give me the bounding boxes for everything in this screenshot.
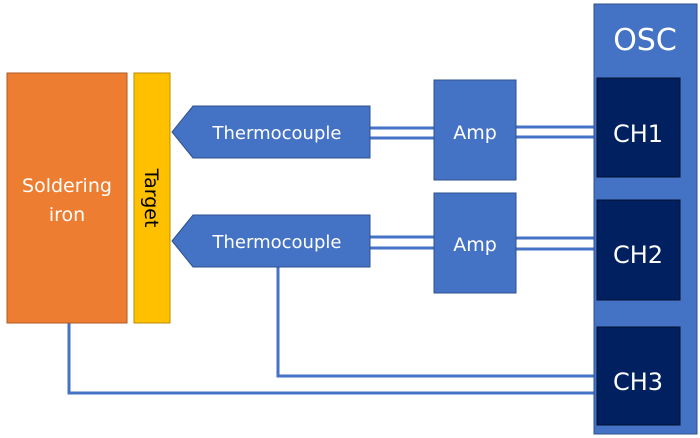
channel-1-label: CH1 xyxy=(613,120,663,148)
channel-3-label: CH3 xyxy=(613,368,663,396)
amplifier-2: Amp xyxy=(433,192,517,294)
target-block: Target xyxy=(133,72,171,324)
channel-2-label: CH2 xyxy=(613,241,663,269)
thermocouple-1-label: Thermocouple xyxy=(212,123,342,144)
amplifier-2-label: Amp xyxy=(453,234,497,256)
channel-1-box xyxy=(596,77,681,178)
thermocouple-2-label: Thermocouple xyxy=(212,232,342,253)
amplifier-1-label: Amp xyxy=(453,122,497,144)
thermocouple-2: Thermocouple xyxy=(171,214,371,268)
channel-2-box xyxy=(596,199,681,301)
soldering-iron-label-line1: Soldering xyxy=(22,175,112,197)
wire-iron-ch3 xyxy=(67,322,596,395)
connections xyxy=(67,125,596,395)
amplifier-1: Amp xyxy=(433,79,517,181)
target-label: Target xyxy=(140,168,162,228)
channel-3-box xyxy=(596,326,681,426)
wire-tc2-ch3 xyxy=(276,266,596,378)
oscilloscope-block: OSC CH1 CH2 CH3 xyxy=(593,3,698,435)
soldering-iron-label-line2: iron xyxy=(49,204,85,226)
oscilloscope-label: OSC xyxy=(613,23,677,58)
thermocouple-1: Thermocouple xyxy=(171,105,371,159)
soldering-iron-block: Soldering iron xyxy=(6,72,128,324)
